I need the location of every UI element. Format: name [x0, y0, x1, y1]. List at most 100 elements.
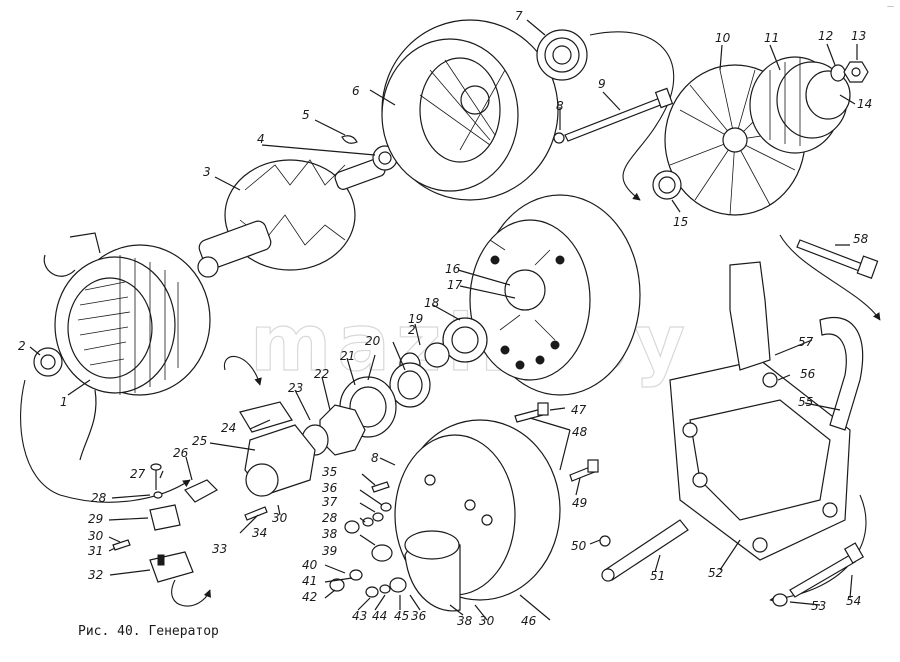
bushing-part-56 — [762, 372, 778, 388]
callout-4: 4 — [257, 132, 265, 146]
callout-9: 9 — [598, 77, 606, 91]
callout-32: 32 — [88, 568, 103, 582]
callout-48: 48 — [572, 425, 588, 439]
washer-part-50 — [599, 535, 611, 547]
callout-37: 37 — [322, 495, 338, 509]
bolt-part-9 — [564, 87, 674, 142]
callout-49: 49 — [572, 496, 587, 510]
callout-3: 3 — [203, 165, 211, 179]
callout-21: 21 — [340, 349, 355, 363]
rear-housing-part-46 — [394, 419, 561, 612]
callout-10: 10 — [715, 31, 731, 45]
small-fasteners-35-45 — [329, 481, 407, 598]
callout-12: 12 — [818, 29, 833, 43]
leader-lines — [29, 19, 858, 621]
pin-part-51 — [601, 519, 689, 582]
washer-part-53 — [772, 593, 788, 607]
key-part-5 — [341, 135, 358, 144]
stator-part-1 — [43, 232, 211, 461]
callout-55: 55 — [798, 395, 813, 409]
callout-31: 31 — [88, 544, 103, 558]
nut-part-13 — [843, 61, 869, 83]
callout-33: 33 — [212, 542, 227, 556]
bearing-part-7 — [536, 29, 588, 81]
callout-57: 57 — [798, 335, 814, 349]
callout-52: 52 — [708, 566, 723, 580]
rear-cover-rectifier — [469, 194, 641, 396]
callout-42: 42 — [302, 590, 317, 604]
callout-11: 11 — [764, 31, 779, 45]
rotor-part-3 — [197, 158, 386, 278]
callout-27: 27 — [130, 467, 146, 481]
callout-2-left: 2 — [18, 339, 26, 353]
screw-part-34 — [244, 506, 268, 521]
guide-arrow-24 — [223, 356, 262, 386]
strap-part-55 — [819, 316, 864, 431]
callout-46: 46 — [521, 614, 537, 628]
callout-8-bottom: 8 — [371, 451, 379, 465]
callout-23: 23 — [288, 381, 303, 395]
callout-7: 7 — [515, 9, 523, 23]
bolt-part-54 — [789, 542, 865, 598]
callout-47: 47 — [571, 403, 587, 417]
callout-30-center: 30 — [272, 511, 288, 525]
callout-40: 40 — [302, 558, 318, 572]
callout-38-center: 38 — [322, 527, 338, 541]
spacer-part-15 — [652, 170, 682, 200]
callout-1: 1 — [60, 395, 68, 409]
bolt-part-49 — [569, 459, 599, 482]
callout-17: 17 — [447, 278, 463, 292]
callout-53: 53 — [811, 599, 826, 613]
callout-5: 5 — [302, 108, 310, 122]
callout-8-top: 8 — [556, 99, 564, 113]
contact-part-29 — [149, 504, 181, 531]
callout-34: 34 — [252, 526, 267, 540]
callout-50: 50 — [571, 539, 587, 553]
callout-24: 24 — [221, 421, 236, 435]
callout-35: 35 — [322, 465, 337, 479]
callout-56: 56 — [800, 367, 816, 381]
callout-38-bottom: 38 — [457, 614, 473, 628]
strap-part-57 — [729, 261, 771, 371]
washer-part-19 — [424, 342, 450, 368]
callout-18: 18 — [424, 296, 440, 310]
callout-2-center: 2 — [408, 323, 416, 337]
callout-44: 44 — [372, 609, 387, 623]
callout-58: 58 — [853, 232, 869, 246]
spring-part-20 — [389, 362, 431, 408]
callout-36-lower: 36 — [411, 609, 427, 623]
callout-6: 6 — [352, 84, 360, 98]
washer-part-12 — [830, 64, 846, 82]
front-cover-part-6 — [381, 19, 559, 201]
corner-mark: — — [887, 2, 894, 10]
callout-29: 29 — [88, 512, 103, 526]
guide-arrow-top — [589, 31, 675, 201]
callout-41: 41 — [302, 574, 317, 588]
callout-54: 54 — [846, 594, 861, 608]
figure-caption: Рис. 40. Генератор — [78, 624, 219, 639]
brush-block-part-32 — [149, 551, 194, 583]
callout-45: 45 — [394, 609, 409, 623]
guide-arrow-32 — [171, 579, 211, 607]
brush-part-26 — [184, 479, 218, 503]
bearing-part-18 — [442, 317, 488, 363]
callout-51: 51 — [650, 569, 665, 583]
washer-part-2-left — [33, 347, 63, 377]
washer-part-8-top — [553, 132, 565, 144]
screw-part-31 — [112, 539, 131, 551]
washer-part-28-left — [153, 491, 163, 499]
guide-arrow-58 — [779, 234, 881, 321]
callout-39: 39 — [322, 544, 337, 558]
pulley-part-11 — [749, 56, 851, 154]
callout-30-left: 30 — [88, 529, 104, 543]
callout-22: 22 — [314, 367, 329, 381]
callout-25: 25 — [192, 434, 207, 448]
brush-holder-part-25 — [244, 424, 316, 497]
callout-26: 26 — [173, 446, 189, 460]
gasket-part-24 — [239, 401, 293, 433]
callout-16: 16 — [445, 262, 461, 276]
callout-28-left: 28 — [91, 491, 107, 505]
bracket-part-52 — [669, 359, 851, 561]
